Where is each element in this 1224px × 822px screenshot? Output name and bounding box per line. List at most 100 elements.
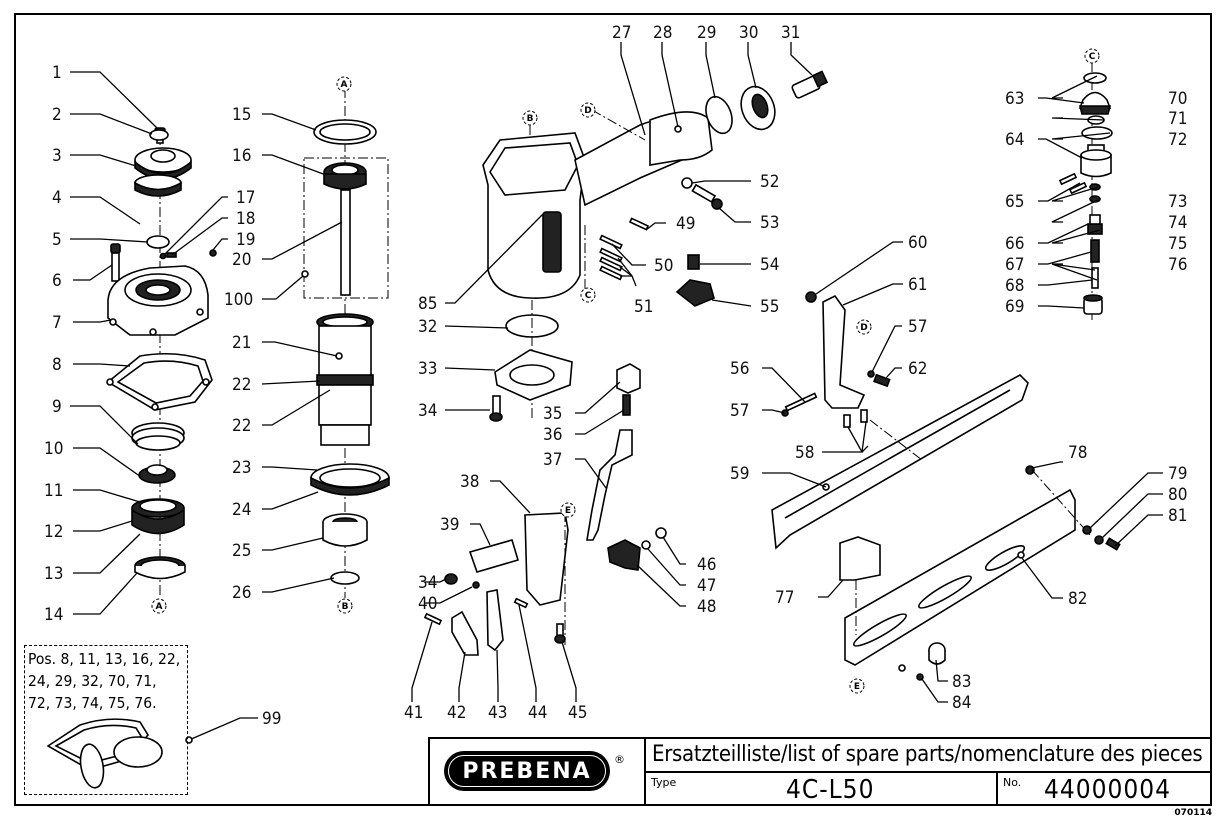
part-33-nose-plate [494,349,573,401]
part-53-bolt [691,183,723,210]
part-38-magazine-guide [524,512,569,606]
part-67-spring [1090,239,1100,263]
part-26-disc [330,571,360,585]
part-label-56: 56 [730,359,749,379]
part-52-washer [681,177,693,189]
part-66-valve-stem [1087,214,1103,235]
part-19-nut [209,249,217,257]
part-label-2: 2 [52,105,62,125]
part-labels: 1 2 3 4 5 6 7 8 9 10 11 12 13 14 15 16 1… [44,23,1187,729]
magazine-assembly [771,374,1121,681]
part-15-o-ring [313,119,377,145]
svg-text:C: C [1089,52,1096,62]
leader-lines [70,42,1163,744]
part-label-76: 76 [1168,255,1187,275]
part-label-5: 5 [52,230,62,250]
part-label-49: 49 [676,214,695,234]
part-label-10: 10 [44,439,63,459]
trigger-assembly [423,363,667,656]
part-41-pin [423,612,443,626]
part-63-valve-cap [1078,91,1112,115]
ref-marker-B-top: B [522,110,538,126]
part-4-ring [134,174,182,197]
part-43-lever [486,589,504,652]
part-14-ring [134,556,186,580]
part-7-cylinder-cap [107,265,209,336]
part-36-spring [622,394,631,416]
svg-text:A: A [156,602,163,612]
part-label-45: 45 [568,703,587,723]
part-label-66: 66 [1005,234,1024,254]
part-25-bumper [322,513,368,547]
part-label-67: 67 [1005,255,1024,275]
part-label-9: 9 [52,397,62,417]
part-label-7: 7 [52,313,62,333]
part-label-16: 16 [232,146,251,166]
part-77-pusher [839,536,881,581]
part-label-37: 37 [543,450,562,470]
svg-text:B: B [527,114,534,124]
part-label-3: 3 [52,146,62,166]
part-40-nut [472,581,480,589]
drawing-code: 070114 [1174,808,1212,818]
part-label-54: 54 [760,255,779,275]
part-10-valve [138,464,176,484]
part-61-bracket [822,294,866,409]
ref-marker-A-bottom: A [151,598,167,614]
part-label-99: 99 [262,709,281,729]
svg-text:D: D [860,323,867,333]
part-80-washer [1094,535,1104,545]
brand-name: PREBENA [462,758,592,784]
part-50-pin [599,234,623,250]
part-label-34: 34 [418,573,437,593]
part-47-washer [641,540,651,550]
part-label-100: 100 [224,290,253,310]
part-42-trigger [451,610,479,656]
part-label-25: 25 [232,541,251,561]
part-70-o-ring [1083,72,1107,84]
part-label-28: 28 [653,23,672,43]
part-79-nut [1082,525,1092,535]
part-35-trigger-bracket [616,363,641,394]
part-label-63: 63 [1005,89,1024,109]
type-value: 4C-L50 [786,775,875,805]
part-51-pin [599,256,623,272]
number-label: No. [1003,776,1022,789]
part-9-exhaust-deflector [131,422,185,451]
part-label-24: 24 [232,500,251,520]
part-label-41: 41 [404,703,423,723]
part-label-20: 20 [232,250,251,270]
part-label-74: 74 [1168,213,1187,233]
type-label: Type [651,776,677,789]
housing-assembly [482,70,829,422]
part-label-43: 43 [488,703,507,723]
part-label-60: 60 [908,233,927,253]
part-label-17: 17 [236,188,255,208]
svg-text:E: E [565,506,571,516]
part-label-18: 18 [236,209,255,229]
reference-markers: A A B B C C D D E E [151,48,1100,694]
part-46-screw [655,527,667,539]
part-label-59: 59 [730,464,749,484]
part-label-62: 62 [908,359,927,379]
part-label-32: 32 [418,317,437,337]
part-label-42: 42 [447,703,466,723]
part-label-61: 61 [908,275,927,295]
part-34-bolt [489,395,503,422]
part-label-39: 39 [440,515,459,535]
ref-marker-E-bottom: E [849,678,865,694]
part-label-6: 6 [52,271,62,291]
seal-kit-box: Pos. 8, 11, 13, 16, 22, 24, 29, 32, 70, … [24,645,188,795]
part-label-1: 1 [52,63,62,83]
registered-mark: ® [614,753,625,766]
part-label-85: 85 [418,294,437,314]
part-label-77: 77 [775,588,794,608]
number-value: 44000004 [1044,775,1172,805]
part-label-36: 36 [543,425,562,445]
part-51-pin [599,247,623,263]
number-cell: No. 44000004 [998,773,1212,806]
part-16-piston [323,162,367,190]
ref-marker-D-top: D [580,102,596,118]
part-37-safety-link [586,429,633,541]
